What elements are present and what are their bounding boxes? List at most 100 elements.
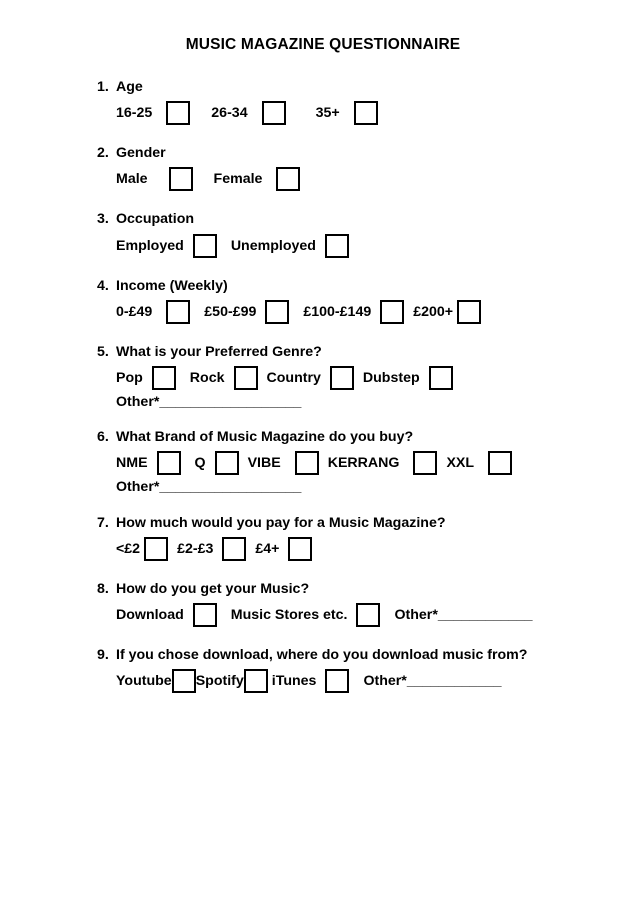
option-2-3[interactable]: £2-£3	[177, 536, 247, 561]
checkbox-35-plus[interactable]	[353, 101, 378, 126]
checkbox-female[interactable]	[276, 167, 301, 192]
option-income-200-plus-label: £200+	[413, 303, 454, 320]
question-9-other-blank[interactable]: ____________	[406, 673, 502, 690]
checkbox-income-50-99[interactable]	[265, 299, 290, 324]
option-income-100-149-label: £100-£149	[303, 303, 372, 320]
option-income-100-149[interactable]: £100-£149	[303, 299, 405, 324]
checkbox-nme[interactable]	[156, 451, 181, 476]
option-rock[interactable]: Rock	[189, 366, 258, 391]
option-income-200-plus[interactable]: £200+	[413, 299, 482, 324]
option-male[interactable]: Male	[116, 167, 193, 192]
question-7-options: <£2 £2-£3 £4+	[97, 536, 618, 561]
checkbox-youtube[interactable]	[171, 669, 196, 694]
checkbox-income-200-plus[interactable]	[457, 299, 482, 324]
question-5-other[interactable]: Other*__________________	[97, 395, 618, 409]
option-income-50-99-label: £50-£99	[204, 303, 257, 320]
question-6-other[interactable]: Other*__________________	[97, 480, 618, 494]
question-5-other-blank[interactable]: __________________	[159, 394, 302, 411]
option-nme[interactable]: NME	[116, 451, 181, 476]
checkbox-itunes[interactable]	[325, 669, 350, 694]
option-female[interactable]: Female	[214, 167, 301, 192]
question-9: 9. If you chose download, where do you d…	[97, 648, 618, 694]
question-5-options: Pop Rock Country Dubste	[97, 366, 618, 391]
option-35-plus-label: 35+	[315, 105, 340, 122]
checkbox-employed[interactable]	[192, 233, 217, 258]
option-2-3-label: £2-£3	[177, 540, 214, 557]
question-5: 5. What is your Preferred Genre? Pop Roc…	[97, 345, 618, 409]
option-download[interactable]: Download	[116, 603, 217, 628]
option-income-50-99[interactable]: £50-£99	[204, 299, 290, 324]
option-employed[interactable]: Employed	[116, 233, 217, 258]
option-vibe[interactable]: VIBE	[248, 451, 319, 476]
checkbox-16-25[interactable]	[166, 101, 191, 126]
checkbox-kerrang[interactable]	[413, 451, 438, 476]
question-8: 8. How do you get your Music? Download M…	[97, 582, 618, 628]
option-music-stores[interactable]: Music Stores etc.	[230, 603, 381, 628]
question-5-other-label: Other*	[116, 394, 160, 411]
checkbox-xxl[interactable]	[488, 451, 513, 476]
option-unemployed[interactable]: Unemployed	[231, 233, 349, 258]
checkbox-26-34[interactable]	[261, 101, 286, 126]
checkbox-q[interactable]	[214, 451, 239, 476]
checkbox-rock[interactable]	[233, 366, 258, 391]
checkbox-vibe[interactable]	[294, 451, 319, 476]
option-youtube[interactable]: Youtube	[116, 669, 196, 694]
checkbox-income-100-149[interactable]	[380, 299, 405, 324]
option-itunes-label: iTunes	[271, 673, 317, 690]
option-country-label: Country	[266, 369, 321, 386]
question-1: 1. Age 16-25 26-34 35+	[97, 79, 618, 126]
option-kerrang[interactable]: KERRANG	[328, 451, 438, 476]
option-download-label: Download	[116, 606, 184, 623]
option-income-0-49[interactable]: 0-£49	[116, 299, 191, 324]
question-8-other-blank[interactable]: ____________	[437, 606, 533, 623]
question-8-other[interactable]: Other*____________	[394, 608, 532, 622]
checkbox-dubstep[interactable]	[428, 366, 453, 391]
option-xxl[interactable]: XXL	[446, 451, 513, 476]
question-9-other-label: Other*	[363, 673, 407, 690]
checkbox-spotify[interactable]	[243, 669, 268, 694]
checkbox-under-2[interactable]	[144, 536, 169, 561]
option-16-25[interactable]: 16-25	[116, 101, 191, 126]
option-under-2[interactable]: <£2	[116, 536, 169, 561]
option-itunes[interactable]: iTunes	[271, 669, 350, 694]
question-5-text: What is your Preferred Genre?	[116, 343, 322, 360]
option-music-stores-label: Music Stores etc.	[230, 606, 348, 623]
question-9-heading: 9. If you chose download, where do you d…	[97, 648, 618, 662]
checkbox-income-0-49[interactable]	[166, 299, 191, 324]
option-xxl-label: XXL	[446, 455, 475, 472]
page-title: MUSIC MAGAZINE QUESTIONNAIRE	[185, 36, 461, 53]
option-dubstep[interactable]: Dubstep	[363, 366, 453, 391]
question-9-options: Youtube Spotify iTunes Other*_____	[97, 669, 618, 694]
option-spotify-label: Spotify	[195, 673, 244, 690]
question-3-text: Occupation	[116, 211, 195, 228]
option-nme-label: NME	[116, 455, 148, 472]
checkbox-4-plus[interactable]	[288, 536, 313, 561]
question-list: 1. Age 16-25 26-34 35+	[0, 79, 638, 694]
option-youtube-label: Youtube	[116, 673, 172, 690]
checkbox-country[interactable]	[329, 366, 354, 391]
checkbox-download[interactable]	[192, 603, 217, 628]
question-7-number: 7.	[97, 514, 109, 531]
option-35-plus[interactable]: 35+	[315, 101, 378, 126]
option-rock-label: Rock	[189, 369, 225, 386]
checkbox-unemployed[interactable]	[324, 233, 349, 258]
question-9-number: 9.	[97, 647, 109, 664]
checkbox-2-3[interactable]	[222, 536, 247, 561]
option-pop-label: Pop	[116, 369, 143, 386]
question-2: 2. Gender Male Female	[97, 146, 618, 192]
question-9-other[interactable]: Other*____________	[363, 674, 501, 688]
question-1-text: Age	[116, 79, 143, 95]
option-q[interactable]: Q	[195, 451, 239, 476]
option-pop[interactable]: Pop	[116, 366, 176, 391]
question-6-other-blank[interactable]: __________________	[159, 479, 302, 496]
option-4-plus[interactable]: £4+	[255, 536, 313, 561]
checkbox-music-stores[interactable]	[356, 603, 381, 628]
option-spotify[interactable]: Spotify	[195, 669, 268, 694]
option-country[interactable]: Country	[266, 366, 354, 391]
checkbox-male[interactable]	[168, 167, 193, 192]
option-26-34[interactable]: 26-34	[211, 101, 286, 126]
checkbox-pop[interactable]	[151, 366, 176, 391]
question-7: 7. How much would you pay for a Music Ma…	[97, 514, 618, 561]
option-26-34-label: 26-34	[211, 105, 248, 122]
